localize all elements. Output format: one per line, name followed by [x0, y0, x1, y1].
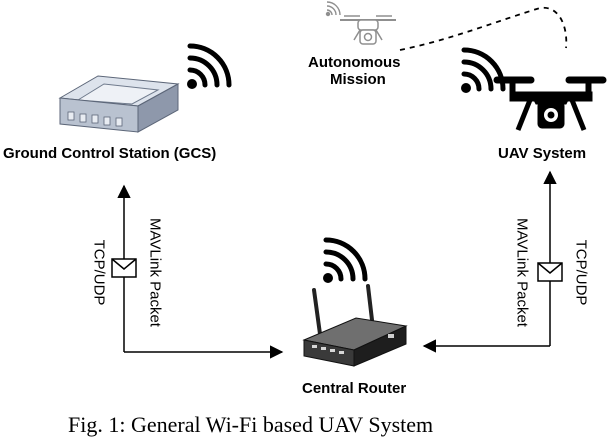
router-icon [302, 284, 408, 367]
small-wifi-icon [325, 1, 341, 17]
wifi-uav-diagram: Ground Control Station (GCS) UAV System … [3, 1, 607, 437]
drone-icon [493, 76, 607, 131]
mission-path [399, 7, 568, 51]
envelope-icon [537, 262, 563, 282]
router-label: Central Router [302, 380, 407, 397]
wifi-icon [461, 47, 506, 93]
left-packet-label: MAVLink Packet [146, 218, 164, 327]
mission-label-line1: Autonomous [308, 54, 401, 71]
wifi-icon [323, 237, 368, 283]
figure-caption: Fig. 1: General Wi-Fi based UAV System [68, 412, 434, 437]
gcs-device-icon [58, 75, 180, 133]
uav-label: UAV System [498, 145, 587, 162]
envelope-icon [111, 258, 137, 278]
mission-label-line2: Mission [330, 71, 386, 88]
gcs-label: Ground Control Station (GCS) [3, 145, 217, 162]
wifi-icon [187, 43, 232, 89]
ghost-drone-icon [340, 15, 396, 45]
right-packet-label: MAVLink Packet [513, 218, 531, 327]
diagram-canvas [58, 1, 607, 367]
right-protocol-label: TCP/UDP [572, 239, 590, 306]
left-protocol-label: TCP/UDP [90, 239, 108, 306]
right-link [422, 170, 557, 353]
